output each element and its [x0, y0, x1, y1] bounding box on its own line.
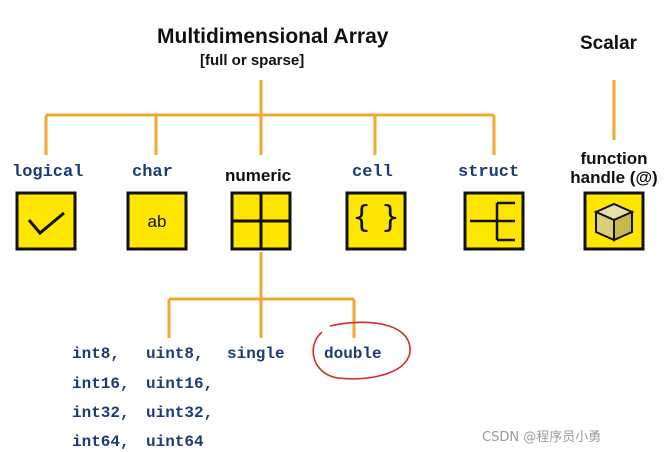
numeric-type-uint64: uint64 — [146, 433, 204, 451]
numeric-type-int16: int16, — [72, 375, 130, 393]
label-function-handle: function handle (@) — [564, 149, 664, 187]
logical-box — [15, 191, 77, 251]
function-handle-line1: function — [580, 149, 648, 168]
numeric-type-int32: int32, — [72, 404, 130, 422]
checkmark-icon — [27, 211, 65, 236]
highlight-circle — [312, 321, 411, 380]
watermark: CSDN @程序员小勇 — [482, 430, 602, 445]
cube-icon — [583, 191, 645, 251]
ab-icon: ab — [147, 212, 167, 231]
diagram-title: Multidimensional Array — [157, 25, 389, 48]
label-numeric: numeric — [225, 166, 292, 185]
numeric-type-single: single — [227, 345, 285, 363]
label-struct: struct — [458, 163, 520, 182]
label-cell: cell — [352, 163, 393, 182]
numeric-type-int8: int8, — [72, 345, 121, 363]
function-handle-line2: handle (@) — [570, 168, 658, 187]
numeric-type-uint16: uint16, — [146, 375, 214, 393]
label-char: char — [132, 163, 173, 182]
numeric-type-double: double — [324, 345, 382, 363]
grid-icon — [230, 191, 292, 251]
braces-icon: { } — [352, 200, 400, 235]
numeric-type-uint8: uint8, — [146, 345, 204, 363]
numeric-type-uint32: uint32, — [146, 404, 214, 422]
char-box — [126, 191, 188, 251]
numeric-type-int64: int64, — [72, 433, 130, 451]
diagram-subtitle: [full or sparse] — [200, 52, 305, 69]
label-logical: logical — [12, 163, 84, 182]
scalar-title: Scalar — [580, 33, 638, 54]
cell-box — [345, 191, 407, 251]
struct-icon — [463, 191, 525, 251]
